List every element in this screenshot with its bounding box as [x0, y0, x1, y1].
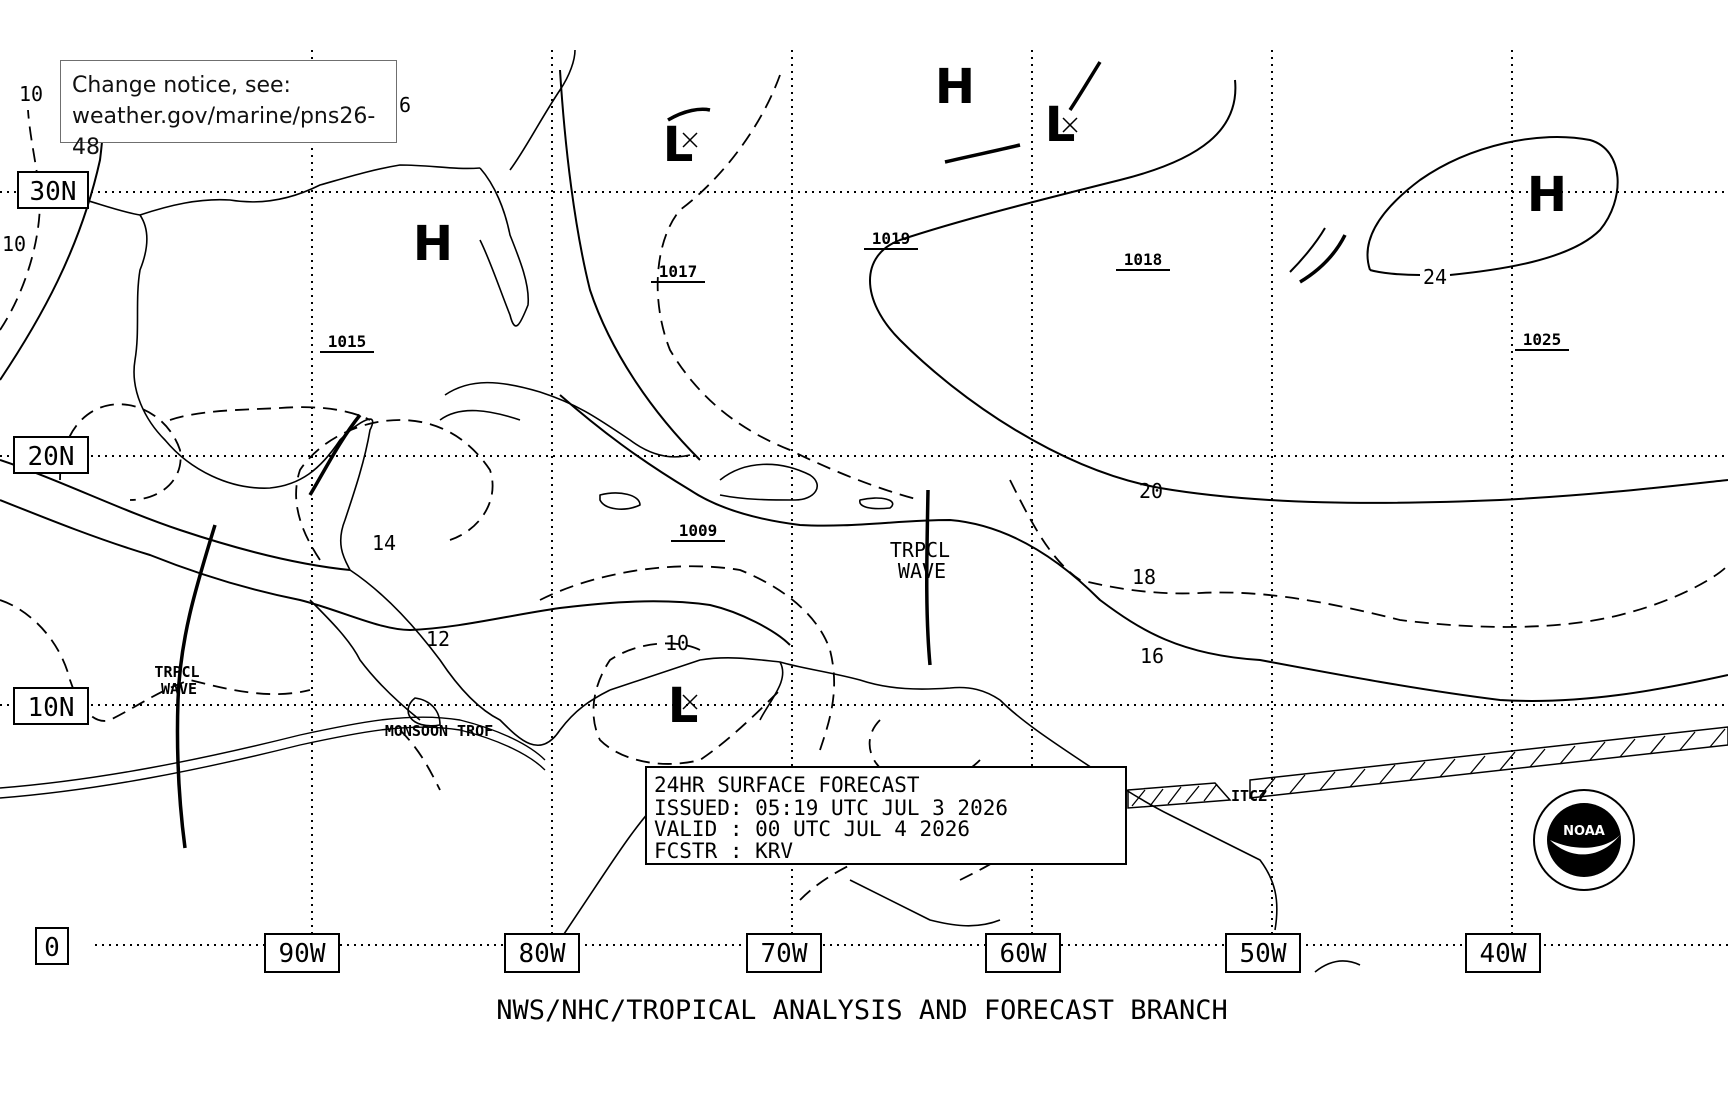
isopleth-label: 20	[1139, 479, 1163, 503]
pressure-value-1015: 1015	[328, 332, 367, 351]
isopleth-label: 12	[426, 627, 450, 651]
tropical-wave-label: WAVE	[161, 680, 197, 698]
forecast-valid: VALID : 00 UTC JUL 4 2026	[654, 817, 970, 841]
change-notice-line-1: Change notice, see:	[72, 73, 291, 98]
lon-label-90w: 90W	[279, 939, 326, 969]
pressure-value-1018: 1018	[1124, 250, 1163, 269]
lat-label-equator: 0	[44, 933, 60, 963]
forecast-title: 24HR SURFACE FORECAST	[654, 773, 920, 797]
tropical-wave-label: TRPCL	[890, 538, 950, 562]
lat-label-10n: 10N	[28, 693, 75, 723]
pressure-center-letters: H L H L H L	[413, 59, 1567, 734]
isopleth-labels: 10 10 6 14 12 10 20 18 16 24	[2, 82, 1447, 668]
itcz-band	[1127, 726, 1728, 809]
lat-label-20n: 20N	[28, 442, 75, 472]
pressure-value-1019: 1019	[872, 229, 911, 248]
lon-label-60w: 60W	[1000, 939, 1047, 969]
change-notice-link[interactable]: weather.gov/marine/pns26-48	[72, 104, 376, 160]
isopleth-label: 14	[372, 531, 396, 555]
pressure-value-1009: 1009	[679, 521, 718, 540]
grid-lines	[0, 50, 1728, 946]
low-center-markers	[682, 117, 1078, 710]
monsoon-trough-label: MONSOON TROF	[385, 722, 493, 740]
isobars-solid	[0, 69, 1728, 702]
lon-label-50w: 50W	[1240, 939, 1287, 969]
lat-label-30n: 30N	[30, 177, 77, 207]
isopleth-label: 16	[1140, 644, 1164, 668]
change-notice-box: Change notice, see: weather.gov/marine/p…	[60, 60, 397, 160]
noaa-logo: NOAA	[1533, 789, 1635, 891]
coastlines	[39, 49, 1361, 973]
tropical-wave-label: WAVE	[898, 559, 946, 583]
longitude-labels: 90W 80W 70W 60W 50W 40W	[264, 933, 1541, 973]
isopleth-label: 10	[19, 82, 43, 106]
forecast-forecaster: FCSTR : KRV	[654, 839, 793, 863]
low-center-colombia: L	[668, 678, 699, 734]
tropical-wave-label: TRPCL	[154, 663, 199, 681]
pressure-values: 1015 1017 1019 1018 1025 1009	[320, 229, 1569, 542]
latitude-labels: 30N 20N 10N 0	[13, 171, 89, 965]
high-center-gulf: H	[413, 216, 453, 272]
lon-label-80w: 80W	[519, 939, 566, 969]
forecast-info-box: 24HR SURFACE FORECAST ISSUED: 05:19 UTC …	[645, 766, 1127, 865]
pressure-value-1017: 1017	[659, 262, 698, 281]
feature-labels: TRPCL WAVE TRPCL WAVE MONSOON TROF ITCZ	[154, 538, 1267, 805]
noaa-logo-text: NOAA	[1563, 824, 1605, 839]
isopleth-label: 10	[665, 631, 689, 655]
isopleth-label: 10	[2, 232, 26, 256]
lon-label-70w: 70W	[761, 939, 808, 969]
isopleth-label: 6	[399, 93, 411, 117]
isopleth-label: 18	[1132, 565, 1156, 589]
isopleth-label: 24	[1423, 265, 1447, 289]
low-center-bahamas: L	[663, 117, 694, 173]
itcz-label: ITCZ	[1231, 787, 1267, 805]
pressure-value-1025: 1025	[1523, 330, 1562, 349]
tropical-wave-axes	[175, 61, 1347, 849]
footer-credit: NWS/NHC/TROPICAL ANALYSIS AND FORECAST B…	[496, 995, 1228, 1026]
high-center-atlantic: H	[1527, 167, 1567, 223]
lon-label-40w: 40W	[1480, 939, 1527, 969]
monsoon-trough	[0, 716, 546, 799]
low-center-north: L	[1045, 97, 1076, 153]
high-center-north: H	[935, 59, 975, 115]
forecast-issued: ISSUED: 05:19 UTC JUL 3 2026	[654, 796, 1008, 820]
